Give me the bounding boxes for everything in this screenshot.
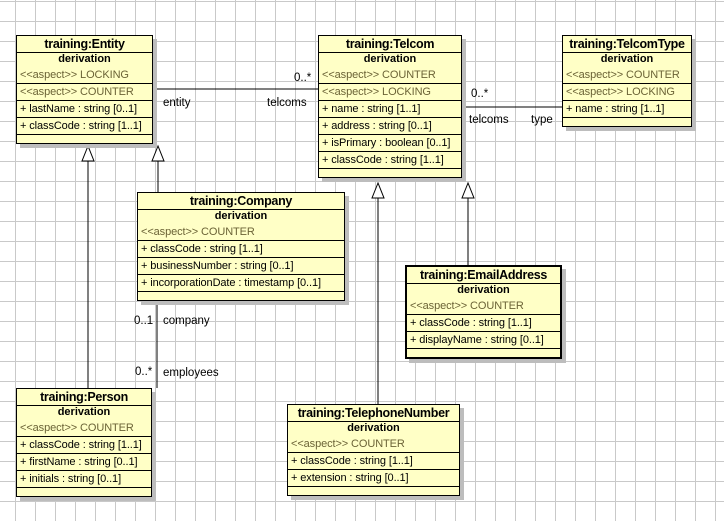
generalization-arrowhead-person-to-entity xyxy=(81,144,95,162)
class-attribute-telcom-2: + isPrimary : boolean [0..1] xyxy=(319,135,461,152)
class-attribute-telephonenumber-1: + extension : string [0..1] xyxy=(288,470,459,487)
class-attribute-company-0: + classCode : string [1..1] xyxy=(138,241,344,258)
association-label-entity-telcom-2[interactable]: telcoms xyxy=(267,97,307,109)
class-stereotype-entity: derivation xyxy=(58,53,111,65)
class-title-company: training:Company xyxy=(138,193,344,210)
class-attribute-telcom-0: + name : string [1..1] xyxy=(319,101,461,118)
generalization-arrowhead-company-to-entity xyxy=(151,144,165,162)
class-aspect-entity-0: <<aspect>> LOCKING xyxy=(17,67,152,84)
class-attribute-company-1: + businessNumber : string [0..1] xyxy=(138,258,344,275)
class-attribute-telcom-1: + address : string [0..1] xyxy=(319,118,461,135)
class-stereotype-company: derivation xyxy=(214,210,268,222)
class-footer-telcom xyxy=(319,169,461,177)
class-aspect-telephonenumber-0: <<aspect>> COUNTER xyxy=(288,436,459,453)
class-aspect-person-0: <<aspect>> COUNTER xyxy=(17,420,151,437)
class-footer-company xyxy=(138,292,344,300)
class-attribute-entity-0: + lastName : string [0..1] xyxy=(17,101,152,118)
class-footer-entity xyxy=(17,135,152,143)
association-label-company-person-2[interactable]: 0..* xyxy=(135,366,153,378)
class-aspect-emailaddress-0: <<aspect>> COUNTER xyxy=(407,298,560,315)
class-attribute-telephonenumber-0: + classCode : string [1..1] xyxy=(288,453,459,470)
class-footer-emailaddress xyxy=(407,349,560,357)
association-label-entity-telcom-1[interactable]: entity xyxy=(163,97,191,109)
class-aspect-telcom-1: <<aspect>> LOCKING xyxy=(319,84,461,101)
class-title-telcomtype: training:TelcomType xyxy=(563,36,691,53)
association-label-company-person-1[interactable]: company xyxy=(163,315,210,327)
class-attribute-company-2: + incorporationDate : timestamp [0..1] xyxy=(138,275,344,292)
class-aspect-telcom-0: <<aspect>> COUNTER xyxy=(319,67,461,84)
class-aspect-telcomtype-1: <<aspect>> LOCKING xyxy=(563,84,691,101)
class-attribute-entity-1: + classCode : string [1..1] xyxy=(17,118,152,135)
association-label-telcom-telcomtype-2[interactable]: type xyxy=(531,114,553,126)
class-stereotype-telcom: derivation xyxy=(363,53,417,65)
class-stereotype-telephonenumber: derivation xyxy=(347,422,400,434)
class-stereotype-telcomtype: derivation xyxy=(600,53,654,65)
class-attribute-person-2: + initials : string [0..1] xyxy=(17,471,151,488)
class-title-entity: training:Entity xyxy=(17,36,152,53)
class-attribute-person-1: + firstName : string [0..1] xyxy=(17,454,151,471)
class-title-emailaddress: training:EmailAddress xyxy=(407,267,560,284)
association-label-entity-telcom-0[interactable]: 0..* xyxy=(294,72,312,84)
class-attribute-telcom-3: + classCode : string [1..1] xyxy=(319,152,461,169)
generalization-arrowhead-telephonenumber-to-telcom xyxy=(371,181,385,199)
association-label-company-person-3[interactable]: employees xyxy=(163,367,219,379)
class-footer-telephonenumber xyxy=(288,487,459,495)
class-attribute-telcomtype-0: + name : string [1..1] xyxy=(563,101,691,118)
association-label-telcom-telcomtype-1[interactable]: telcoms xyxy=(469,114,509,126)
class-attribute-person-0: + classCode : string [1..1] xyxy=(17,437,151,454)
class-aspect-company-0: <<aspect>> COUNTER xyxy=(138,224,344,241)
class-footer-person xyxy=(17,488,151,496)
generalization-arrowhead-emailaddress-to-telcom xyxy=(461,181,475,199)
class-title-person: training:Person xyxy=(17,389,151,406)
association-label-telcom-telcomtype-0[interactable]: 0..* xyxy=(471,88,489,100)
class-title-telcom: training:Telcom xyxy=(319,36,461,53)
class-attribute-emailaddress-1: + displayName : string [0..1] xyxy=(407,332,560,349)
class-stereotype-person: derivation xyxy=(57,406,111,418)
association-label-company-person-0[interactable]: 0..1 xyxy=(134,315,154,327)
class-aspect-entity-1: <<aspect>> COUNTER xyxy=(17,84,152,101)
class-stereotype-emailaddress: derivation xyxy=(457,284,510,296)
class-attribute-emailaddress-0: + classCode : string [1..1] xyxy=(407,315,560,332)
class-footer-telcomtype xyxy=(563,118,691,126)
class-title-telephonenumber: training:TelephoneNumber xyxy=(288,405,459,422)
class-aspect-telcomtype-0: <<aspect>> COUNTER xyxy=(563,67,691,84)
